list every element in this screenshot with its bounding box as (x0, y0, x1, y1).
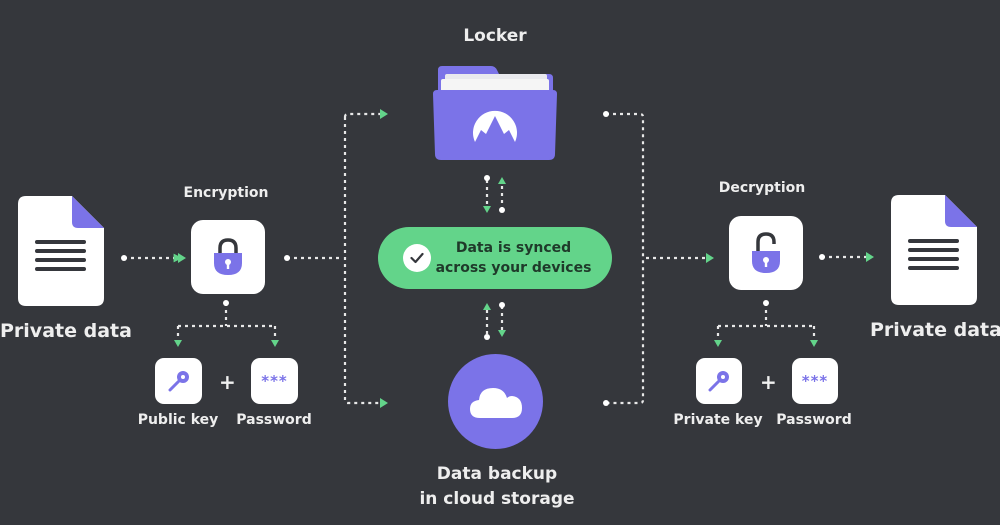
right-password-tile: *** (792, 358, 838, 404)
connector-bracket-left (343, 112, 380, 405)
locker-title: Locker (463, 26, 527, 46)
password-asterisks-icon: *** (261, 372, 288, 390)
connector-encryption-to-inputs (176, 303, 277, 340)
public-key-label: Public key (137, 412, 219, 428)
right-password-label: Password (776, 412, 852, 428)
encryption-title: Encryption (183, 185, 269, 201)
cloud-backup-label-line2: in cloud storage (419, 489, 575, 509)
sync-status-line2: across your devices (435, 260, 592, 276)
password-asterisks-icon: *** (801, 372, 829, 390)
right-plus: + (760, 370, 777, 394)
left-document-label: Private data (0, 320, 132, 342)
left-document (18, 196, 104, 310)
left-password-tile: *** (251, 358, 298, 404)
locker-folder (433, 64, 557, 164)
sync-status-text: Data is synced across your devices (431, 238, 596, 278)
cloud-icon (469, 387, 522, 418)
check-badge (403, 244, 431, 272)
right-document (891, 195, 977, 309)
public-key-tile (155, 358, 202, 404)
lock-closed-icon (214, 238, 242, 275)
encryption-tile (191, 220, 265, 294)
cloud-backup-label-line1: Data backup (436, 464, 558, 484)
folder-logo-icon (433, 66, 557, 160)
document-icon (18, 196, 104, 306)
decryption-tile (729, 216, 803, 290)
checkmark-icon (410, 252, 424, 264)
connector-bracket-right (606, 112, 645, 405)
sync-status-line1: Data is synced (455, 240, 572, 256)
left-password-label: Password (236, 412, 312, 428)
private-key-label: Private key (673, 412, 763, 428)
cloud-backup-circle (448, 354, 543, 449)
document-icon (891, 195, 977, 305)
left-plus: + (219, 370, 236, 394)
key-icon (708, 371, 729, 392)
sync-status-badge: Data is synced across your devices (378, 227, 612, 289)
decryption-title: Decryption (718, 180, 806, 196)
right-document-label: Private data (870, 319, 1000, 341)
lock-open-icon (752, 232, 780, 273)
connector-decryption-to-inputs (716, 303, 816, 340)
key-icon (168, 371, 189, 392)
private-key-tile (696, 358, 742, 404)
cloud-backup-label: Data backup in cloud storage (400, 462, 594, 512)
